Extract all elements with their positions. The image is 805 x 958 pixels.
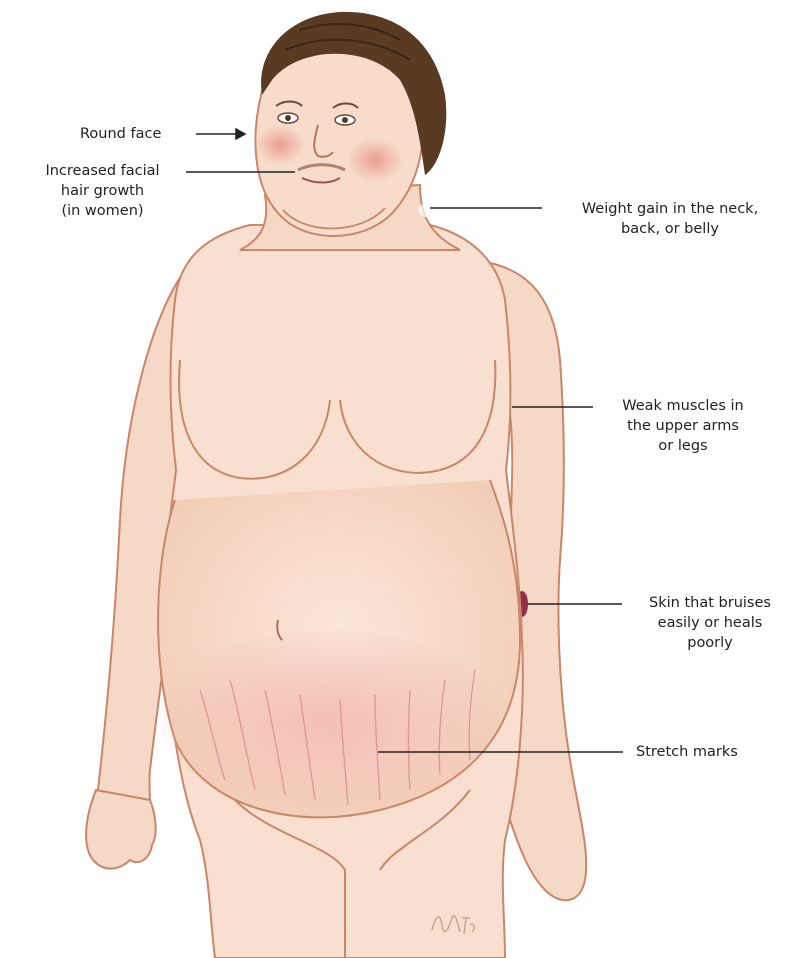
left-cheek — [255, 125, 305, 165]
weight-gain-label: Weight gain in the neck, back, or belly — [545, 199, 795, 239]
round-face-label: Round face — [80, 124, 161, 144]
facial-hair-label: Increased facial hair growth (in women) — [20, 161, 185, 221]
bruises-label: Skin that bruises easily or heals poorly — [625, 593, 795, 653]
neck-fat-pad — [418, 202, 446, 218]
stretch-marks-label: Stretch marks — [636, 742, 738, 762]
left-hand — [86, 790, 156, 869]
stretch-area — [160, 630, 500, 810]
right-cheek — [347, 138, 403, 182]
weak-muscles-label: Weak muscles in the upper arms or legs — [598, 396, 768, 456]
